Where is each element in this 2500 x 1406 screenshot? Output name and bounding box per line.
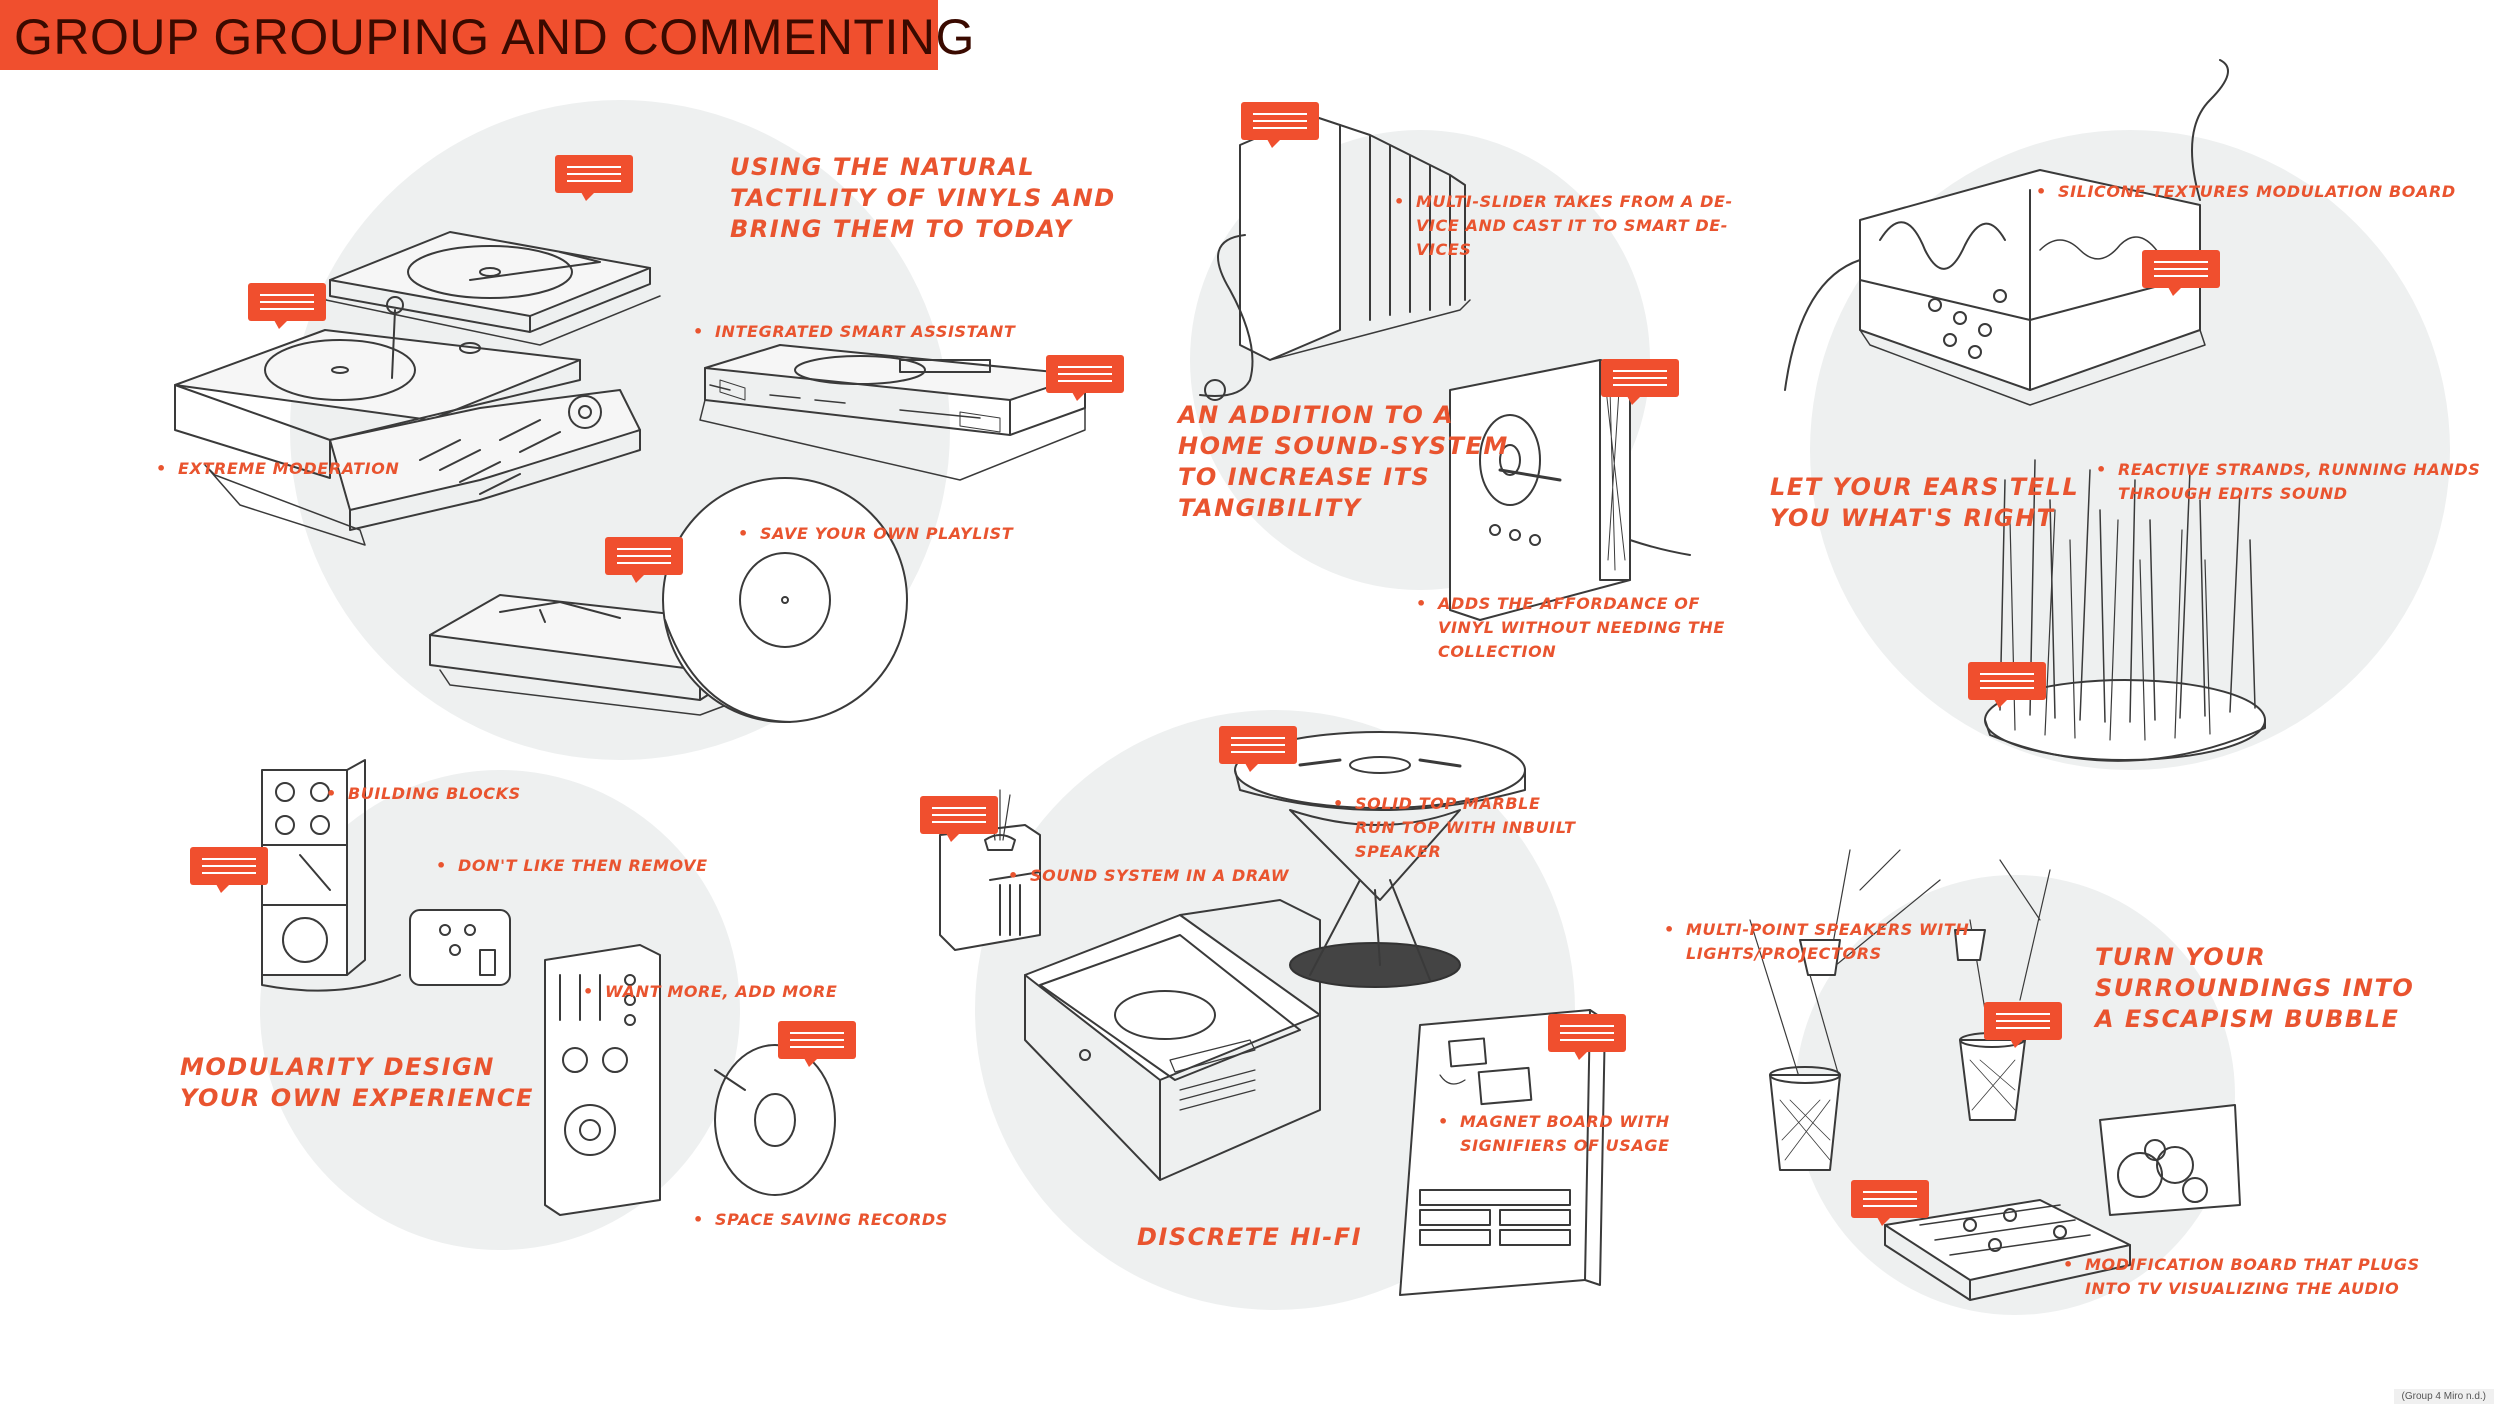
comment-bubble-icon[interactable] (605, 537, 683, 583)
multi-slider-device-sketch (1199, 114, 1471, 401)
group-heading-escapism: Turn your surroundings into a escapism b… (2095, 943, 2415, 1033)
group-heading-discrete: Discrete Hi-Fi (1137, 1223, 1363, 1251)
comment-bubble-icon[interactable] (248, 283, 326, 329)
comment-bubble-icon[interactable] (1241, 102, 1319, 148)
bullet-reactive-strands: Reactive strands, running hands through … (2096, 458, 2480, 506)
bullet-sound-system-draw: Sound system in a draw (1008, 864, 1289, 888)
comment-bubble-icon[interactable] (778, 1021, 856, 1067)
bullet-affordance-vinyl: Adds the affordance of vinyl without nee… (1416, 592, 1725, 664)
bullet-magnet-board: Magnet board with signifiers of usage (1438, 1110, 1670, 1158)
comment-bubble-icon[interactable] (1601, 359, 1679, 405)
silicone-modulation-board-sketch (1784, 59, 2229, 406)
modular-panel-record-sketch (544, 944, 836, 1216)
bullet-space-saving: Space saving records (693, 1208, 948, 1232)
bullet-modification-board: Modification board that plugs into TV vi… (2063, 1253, 2420, 1301)
group-heading-ears: Let your ears tell you what's right (1770, 473, 2080, 532)
turntable-sketch-top (321, 231, 661, 346)
image-credit: (Group 4 Miro n.d.) (2393, 1389, 2494, 1404)
comment-bubble-icon[interactable] (2142, 250, 2220, 296)
playlist-turntable-sketch (429, 477, 908, 723)
bullet-silicone-board: Silicone textures modulation board (2036, 180, 2456, 204)
bullet-dont-like-remove: Don't like then remove (436, 854, 708, 878)
smart-assistant-turntable-sketch (699, 344, 1086, 481)
bullet-smart-assistant: Integrated smart assistant (693, 320, 1015, 344)
group-heading-vinyl: Using the natural tactility of vinyls an… (730, 153, 1116, 243)
comment-bubble-icon[interactable] (1548, 1014, 1626, 1060)
building-blocks-sketch (261, 759, 511, 992)
bullet-building-blocks: Building blocks (326, 782, 521, 806)
comment-bubble-icon[interactable] (190, 847, 268, 893)
comment-bubble-icon[interactable] (1851, 1180, 1929, 1226)
bullet-multi-slider: Multi-slider takes from a de- vice and c… (1394, 190, 1733, 262)
comment-bubble-icon[interactable] (555, 155, 633, 201)
group-heading-home-sound: An addition to a home sound-system to in… (1178, 401, 1509, 522)
comment-bubble-icon[interactable] (1219, 726, 1297, 772)
bullet-extreme-moderation: Extreme moderation (156, 457, 399, 481)
tv-modification-board-sketch (1884, 1104, 2241, 1301)
bullet-save-playlist: Save your own playlist (738, 522, 1013, 546)
group-heading-modularity: Modularity design your own experience (180, 1053, 534, 1112)
comment-bubble-icon[interactable] (1984, 1002, 2062, 1048)
page-title: GROUP GROUPING AND COMMENTING (14, 9, 975, 65)
comment-bubble-icon[interactable] (1046, 355, 1124, 401)
page-title-bar: GROUP GROUPING AND COMMENTING (0, 0, 974, 70)
comment-bubble-icon[interactable] (920, 796, 998, 842)
comment-bubble-icon[interactable] (1968, 662, 2046, 708)
turntable-mixer-sketch (174, 296, 641, 546)
bullet-want-more: Want more, add more (583, 980, 837, 1004)
hifi-drawer-sketch (1024, 899, 1321, 1181)
drawer-nightstand-sketch (939, 789, 1041, 951)
reactive-strands-sketch (1984, 459, 2266, 762)
bullet-multi-point-speakers: Multi-point speakers with lights/project… (1664, 918, 1969, 966)
bullet-marble-top: Solid top marble run top with inbuilt sp… (1333, 792, 1576, 864)
